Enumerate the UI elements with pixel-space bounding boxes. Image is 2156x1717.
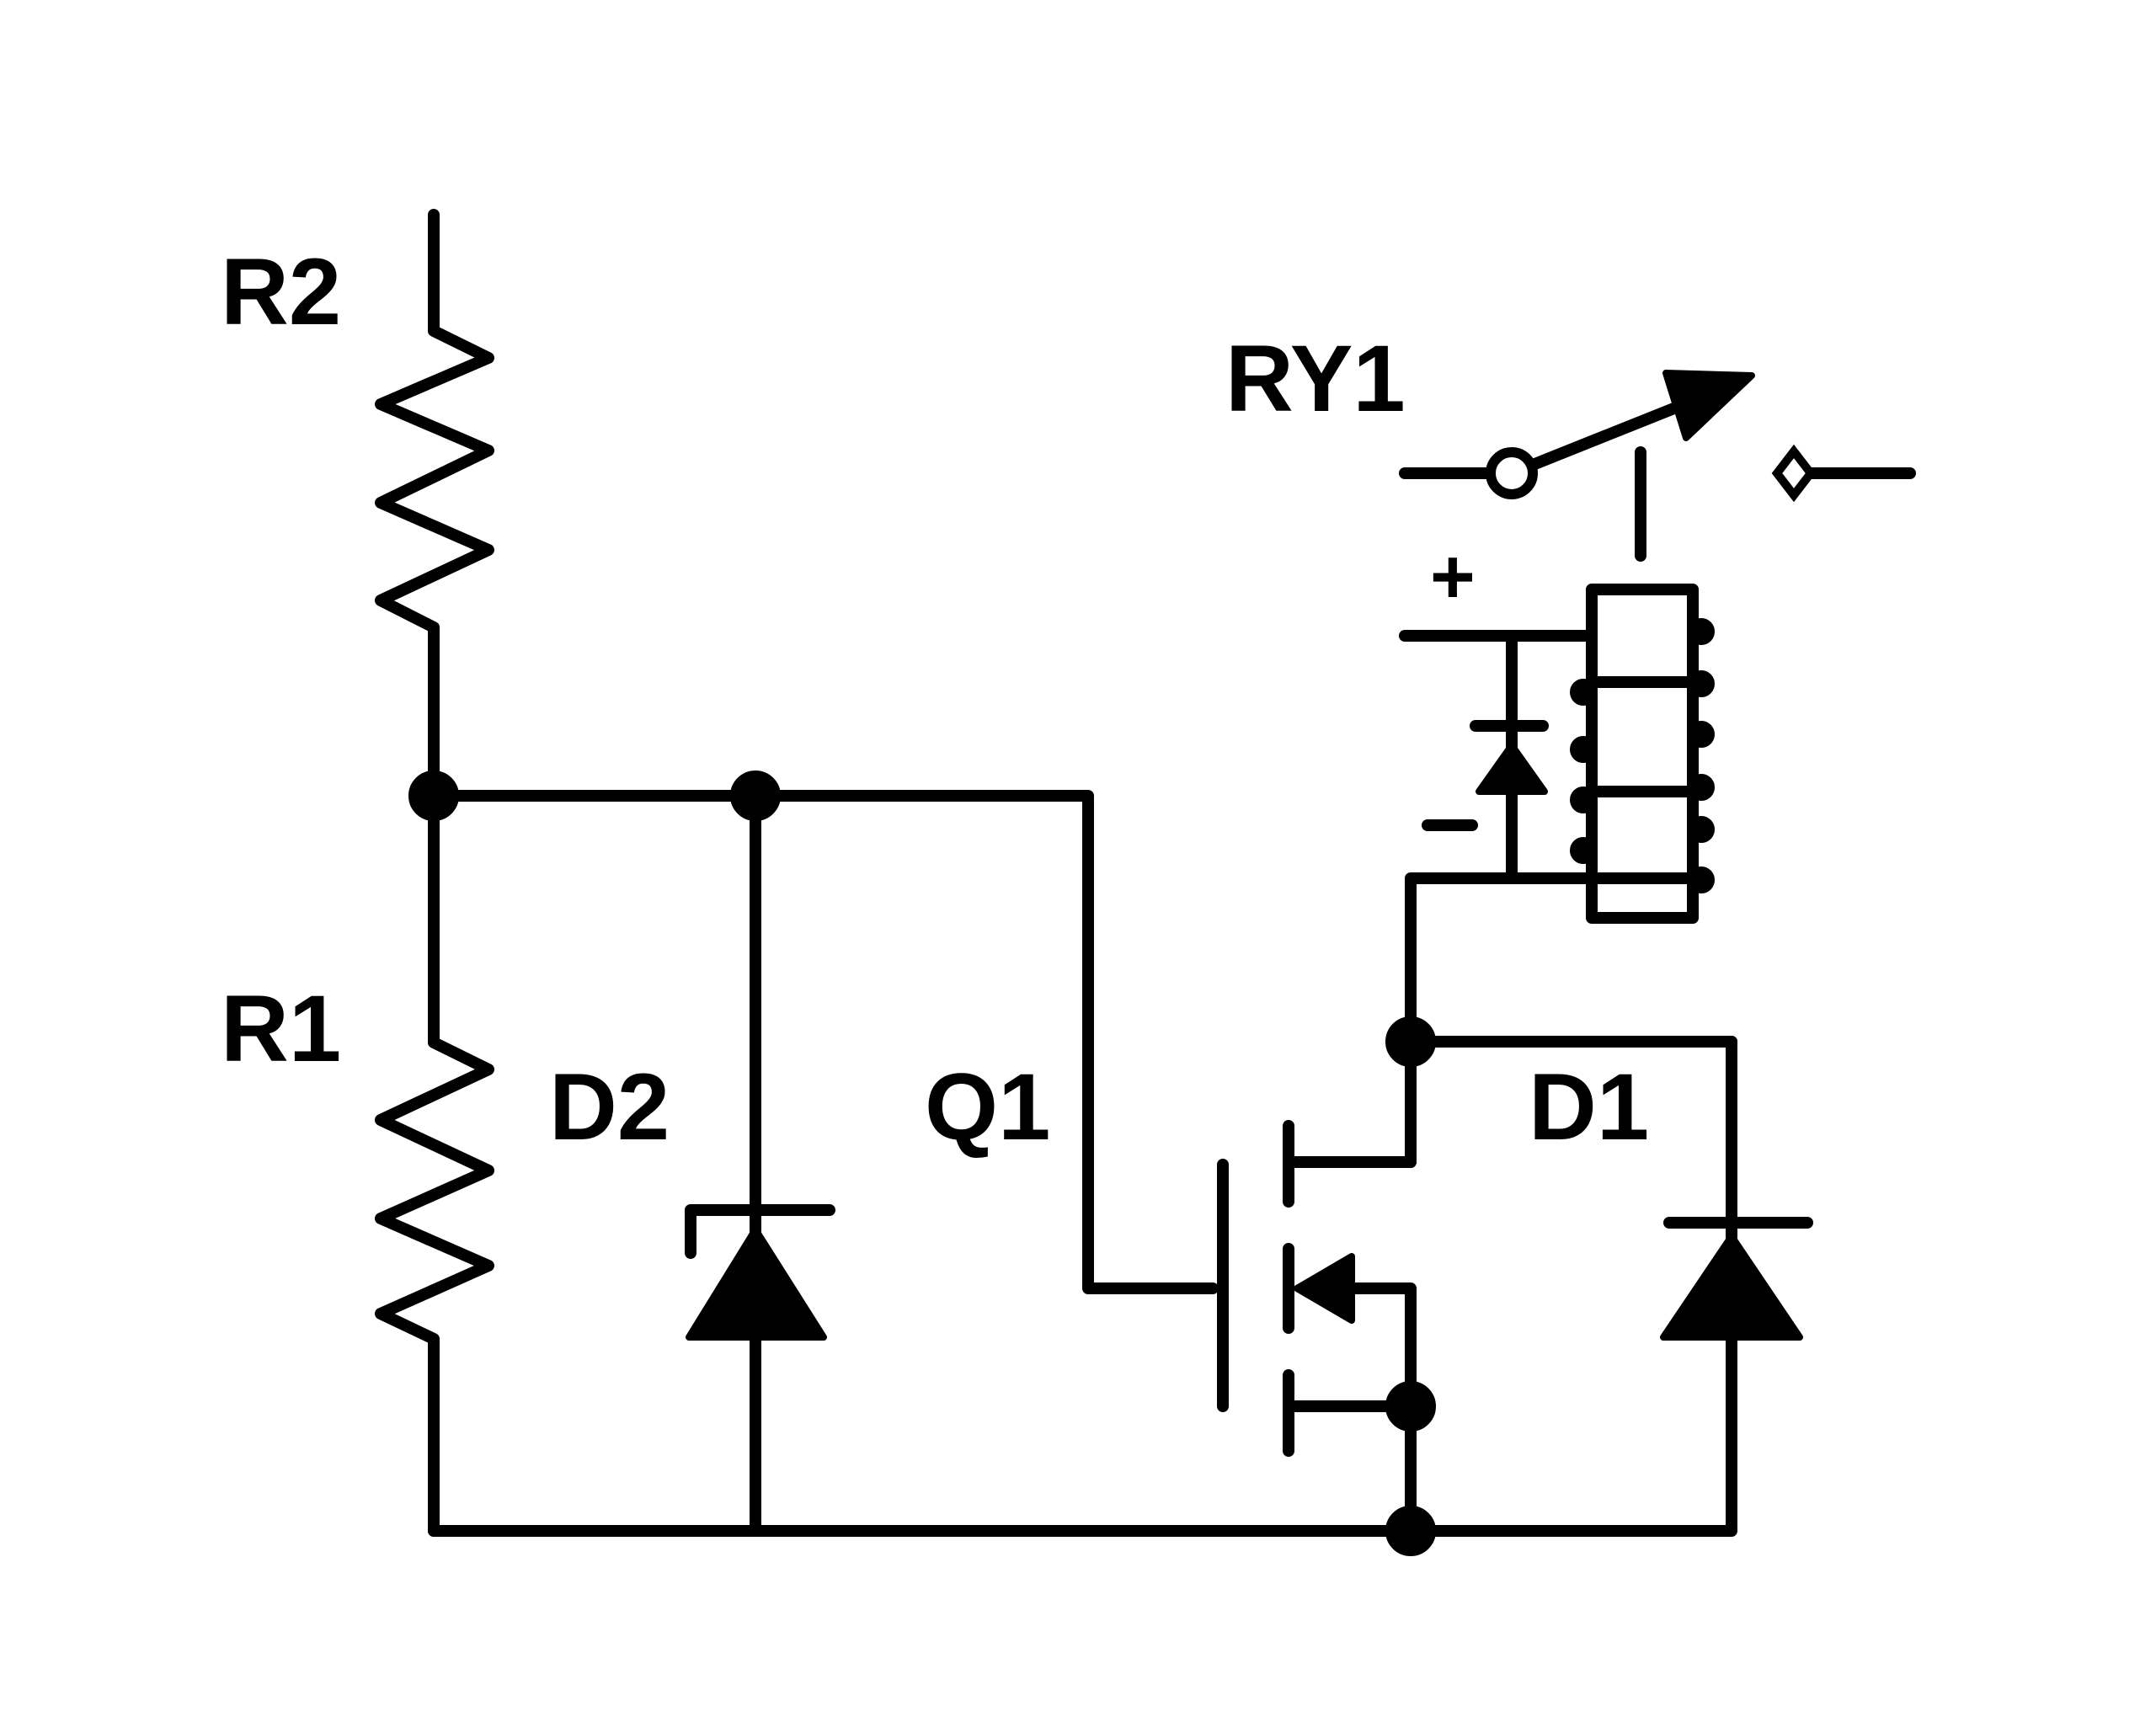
r1-label: R1 (221, 976, 341, 1081)
junction-source (1385, 1381, 1436, 1432)
plus-sign: + (1430, 534, 1476, 620)
resistor-r1 (375, 790, 494, 1537)
ry1-label: RY1 (1225, 326, 1406, 431)
junction-divider (408, 771, 459, 821)
junction-drain (1385, 1016, 1436, 1067)
junction-d2-top (730, 771, 781, 821)
diode-d2 (685, 1204, 835, 1341)
junction-ground (1385, 1506, 1436, 1556)
q1-label: Q1 (925, 1054, 1050, 1160)
relay-ry1: + (1422, 370, 1817, 924)
diode-d1 (1660, 1217, 1813, 1341)
resistor-r2 (375, 209, 494, 802)
d2-label: D2 (549, 1054, 670, 1160)
junction-dots (408, 771, 1436, 1556)
r2-label: R2 (221, 239, 341, 344)
mosfet-q1 (1217, 1120, 1417, 1457)
d1-label: D1 (1529, 1054, 1649, 1160)
